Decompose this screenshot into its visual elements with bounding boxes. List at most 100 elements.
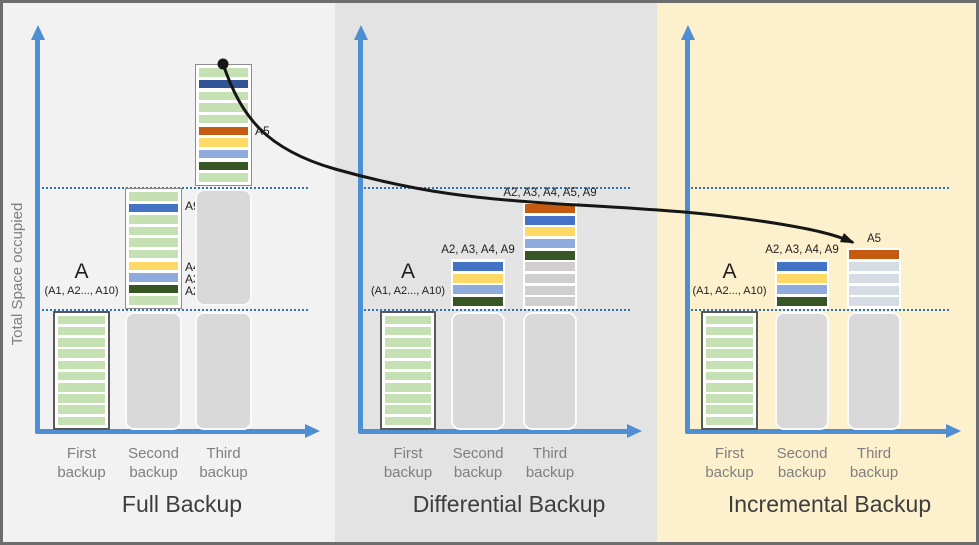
- backup-bar-level-a: [53, 311, 110, 430]
- occupied-space-placeholder: [451, 312, 505, 430]
- backup-bar-level-a: [701, 311, 758, 430]
- series-a-contents: (A1, A2..., A10): [371, 285, 445, 297]
- changed-blocks-set: [451, 259, 505, 309]
- series-a-name: A: [400, 260, 415, 283]
- capacity-dotted-line-upper: [688, 187, 949, 189]
- data-block-stripe-gray: [525, 285, 575, 295]
- data-block-stripe-orange: [199, 126, 248, 136]
- data-block-stripe-green: [199, 91, 248, 101]
- backup-bar-level-c: [195, 64, 252, 186]
- x-axis-label-line: Third: [206, 445, 241, 462]
- data-block-stripe-green: [706, 416, 753, 426]
- x-axis-label-line: Third: [532, 445, 568, 462]
- data-block-stripe-green: [706, 338, 753, 347]
- data-block-stripe-gray: [525, 297, 575, 307]
- data-block-stripe-green: [385, 416, 431, 426]
- data-block-stripe-yellow: [199, 138, 248, 147]
- data-block-stripe-green: [706, 405, 753, 414]
- x-axis: [358, 429, 629, 434]
- changed-blocks-set: [847, 247, 901, 309]
- x-axis-arrow-icon: [305, 424, 320, 438]
- data-block-stripe-lightblue: [129, 273, 178, 282]
- occupied-space-placeholder: [195, 312, 252, 430]
- data-block-stripe-yellow: [453, 273, 503, 283]
- occupied-space-placeholder: [847, 312, 901, 430]
- data-block-stripe-yellow: [525, 227, 575, 237]
- occupied-space-placeholder: [523, 312, 577, 430]
- block-set-label-a5: A5: [866, 232, 882, 245]
- block-set-label-a2-a3-a4-a9: A2, A3, A4, A9: [765, 244, 839, 256]
- panel-incremental: A(A1, A2..., A10) First backup A2, A3, A4, …: [657, 3, 976, 542]
- occupied-space-placeholder: [125, 312, 182, 430]
- data-block-stripe-green: [385, 338, 431, 347]
- series-a-name: A: [722, 260, 737, 283]
- x-axis-label-line: First: [714, 445, 745, 462]
- data-block-stripe-green: [58, 349, 105, 358]
- data-block-stripe-green: [129, 215, 178, 224]
- data-block-stripe-orange: [849, 250, 899, 260]
- data-block-stripe-green: [385, 405, 431, 414]
- x-axis-label-line: First: [66, 445, 97, 462]
- data-block-stripe-yellow: [129, 261, 178, 271]
- data-block-stripe-green: [706, 326, 753, 336]
- data-block-stripe-green: [58, 405, 105, 414]
- data-block-stripe-yellow: [777, 273, 827, 283]
- data-block-stripe-green: [706, 349, 753, 358]
- changed-blocks-set: [775, 259, 829, 309]
- series-a-label: A (A1, A2..., A10): [333, 260, 483, 299]
- x-axis-arrow-icon: [946, 424, 961, 438]
- data-block-stripe-green: [706, 315, 753, 325]
- x-axis-label-first-backup: First backup: [682, 444, 778, 482]
- data-block-stripe-green: [706, 394, 753, 403]
- x-axis-label-line: Third: [856, 445, 892, 462]
- x-axis-label-line: Second: [452, 445, 504, 462]
- x-axis-label-line: backup: [525, 464, 575, 481]
- data-block-stripe-green: [706, 371, 753, 381]
- data-block-stripe-darkgreen: [777, 297, 827, 307]
- y-axis: [685, 39, 690, 433]
- data-block-stripe-green: [385, 349, 431, 358]
- changed-blocks-set: [523, 201, 577, 309]
- backup-bar-level-a: [380, 311, 436, 430]
- panel-title-incremental: Incremental Backup: [727, 491, 932, 517]
- data-block-stripe-green: [58, 394, 105, 403]
- y-axis-title: Total Space occupied: [9, 202, 26, 346]
- x-axis-label-first-backup: First backup: [34, 444, 130, 482]
- data-block-stripe-green: [129, 249, 178, 259]
- data-block-stripe-green: [385, 315, 431, 325]
- data-block-stripe-paleblue: [849, 273, 899, 283]
- data-block-stripe-green: [706, 383, 753, 392]
- data-block-stripe-green: [129, 238, 178, 247]
- stripe-label-a5: A5: [255, 124, 270, 139]
- data-block-stripe-green: [385, 383, 431, 392]
- x-axis-label-third-backup: Third backup: [502, 444, 598, 482]
- data-block-stripe-blue: [777, 261, 827, 271]
- series-a-label: A(A1, A2..., A10): [655, 260, 805, 299]
- data-block-stripe-green: [385, 371, 431, 381]
- data-block-stripe-darkgreen: [525, 250, 575, 260]
- data-block-stripe-green: [199, 68, 248, 77]
- panel-title-full: Full Backup: [121, 491, 243, 517]
- data-block-stripe-gray: [525, 273, 575, 283]
- x-axis-label-line: backup: [453, 464, 503, 481]
- data-block-stripe-green: [58, 338, 105, 347]
- x-axis: [35, 429, 307, 434]
- data-block-stripe-lightblue: [453, 285, 503, 295]
- data-block-stripe-blue: [525, 215, 575, 225]
- block-set-label-a2-a3-a4-a5-a9: A2, A3, A4, A5, A9: [503, 186, 597, 199]
- occupied-space-placeholder: [775, 312, 829, 430]
- data-block-stripe-green: [58, 360, 105, 370]
- x-axis-label-line: backup: [705, 464, 754, 481]
- x-axis-label-line: backup: [849, 464, 899, 481]
- y-axis-arrow-icon: [30, 25, 45, 40]
- y-axis: [35, 39, 40, 433]
- x-axis-label-line: backup: [57, 464, 106, 481]
- data-block-stripe-lightblue: [777, 285, 827, 295]
- y-axis: [358, 39, 363, 433]
